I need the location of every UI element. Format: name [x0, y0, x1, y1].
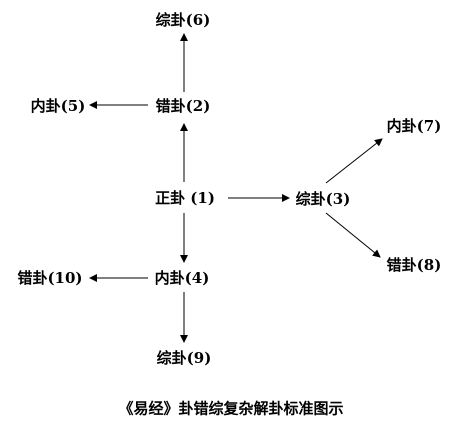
node-cuo-2: 错卦(2) — [155, 97, 211, 115]
node-nei-7: 内卦(7) — [386, 117, 442, 135]
diagram-caption: 《易经》卦错综复杂解卦标准图示 — [118, 399, 344, 418]
node-nei-5: 内卦(5) — [30, 97, 86, 115]
edge-3-to-8 — [325, 212, 381, 258]
node-zong-9: 综卦(9) — [156, 349, 212, 367]
edge-3-to-7 — [325, 138, 383, 184]
node-nei-4: 内卦(4) — [154, 269, 210, 287]
node-zong-3: 综卦(3) — [295, 190, 351, 208]
node-zheng-1: 正卦 (1) — [155, 189, 215, 207]
node-cuo-8: 错卦(8) — [386, 256, 442, 274]
node-cuo-10: 错卦(10) — [17, 269, 83, 287]
node-zong-6: 综卦(6) — [155, 11, 211, 29]
